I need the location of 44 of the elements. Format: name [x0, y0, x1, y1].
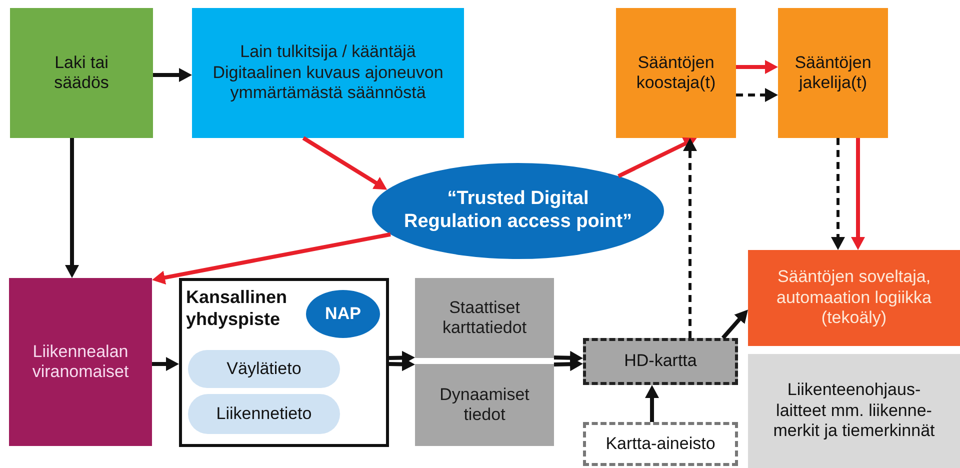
process-box — [192, 8, 464, 138]
arrow — [388, 357, 415, 372]
data-pill — [188, 394, 340, 434]
arrow — [683, 138, 697, 338]
data-pill — [188, 350, 340, 388]
arrow — [153, 68, 192, 82]
source-box — [583, 422, 738, 466]
node-label: Staattiset karttatiedot — [441, 298, 528, 338]
node-label: Liikenteenohjaus- laitteet mm. liikenne- merkit ja tiemerkinnät — [772, 380, 936, 442]
process-box — [748, 250, 960, 346]
data-box — [415, 278, 554, 358]
node-label: Liikennetieto — [216, 404, 312, 424]
authority-box — [9, 278, 152, 446]
arrow — [65, 138, 79, 278]
process-box — [10, 8, 153, 138]
arrow — [618, 137, 697, 178]
node-label: Kartta-aineisto — [606, 434, 716, 454]
process-box — [616, 8, 736, 138]
node-label: Liikennealan viranomaiset — [31, 342, 130, 382]
node-label: HD-kartta — [624, 351, 697, 372]
node-label: Väylätieto — [226, 358, 302, 380]
node-label: Sääntöjen koostaja(t) — [635, 52, 717, 94]
node-label: Laki tai säädös — [53, 52, 110, 94]
arrow — [851, 138, 865, 250]
arrow — [152, 357, 179, 371]
arrow — [736, 60, 778, 74]
arrow — [831, 138, 845, 250]
process-box — [778, 8, 888, 138]
arrow — [721, 310, 748, 340]
group-heading: Kansallinen yhdyspiste — [186, 287, 288, 330]
arrow — [645, 385, 659, 422]
data-box — [415, 364, 554, 446]
group-box — [179, 278, 389, 447]
arrow — [736, 88, 778, 102]
arrow — [302, 136, 388, 190]
node-label: “Trusted Digital Regulation access point” — [402, 188, 634, 234]
node-label: Dynaamiset tiedot — [438, 384, 530, 426]
node-label: Sääntöjen soveltaja, automaation logiikka (tekoäly) — [776, 267, 932, 329]
node-label: NAP — [325, 304, 361, 324]
device-box — [748, 354, 960, 468]
node-label: Lain tulkitsija / kääntäjä Digitaalinen kuvaus ajoneuvon ymmärtämästä säännöstä — [212, 42, 444, 104]
arrow — [152, 232, 391, 284]
map-box — [583, 338, 738, 385]
node-label: Sääntöjen jakelija(t) — [794, 52, 872, 94]
